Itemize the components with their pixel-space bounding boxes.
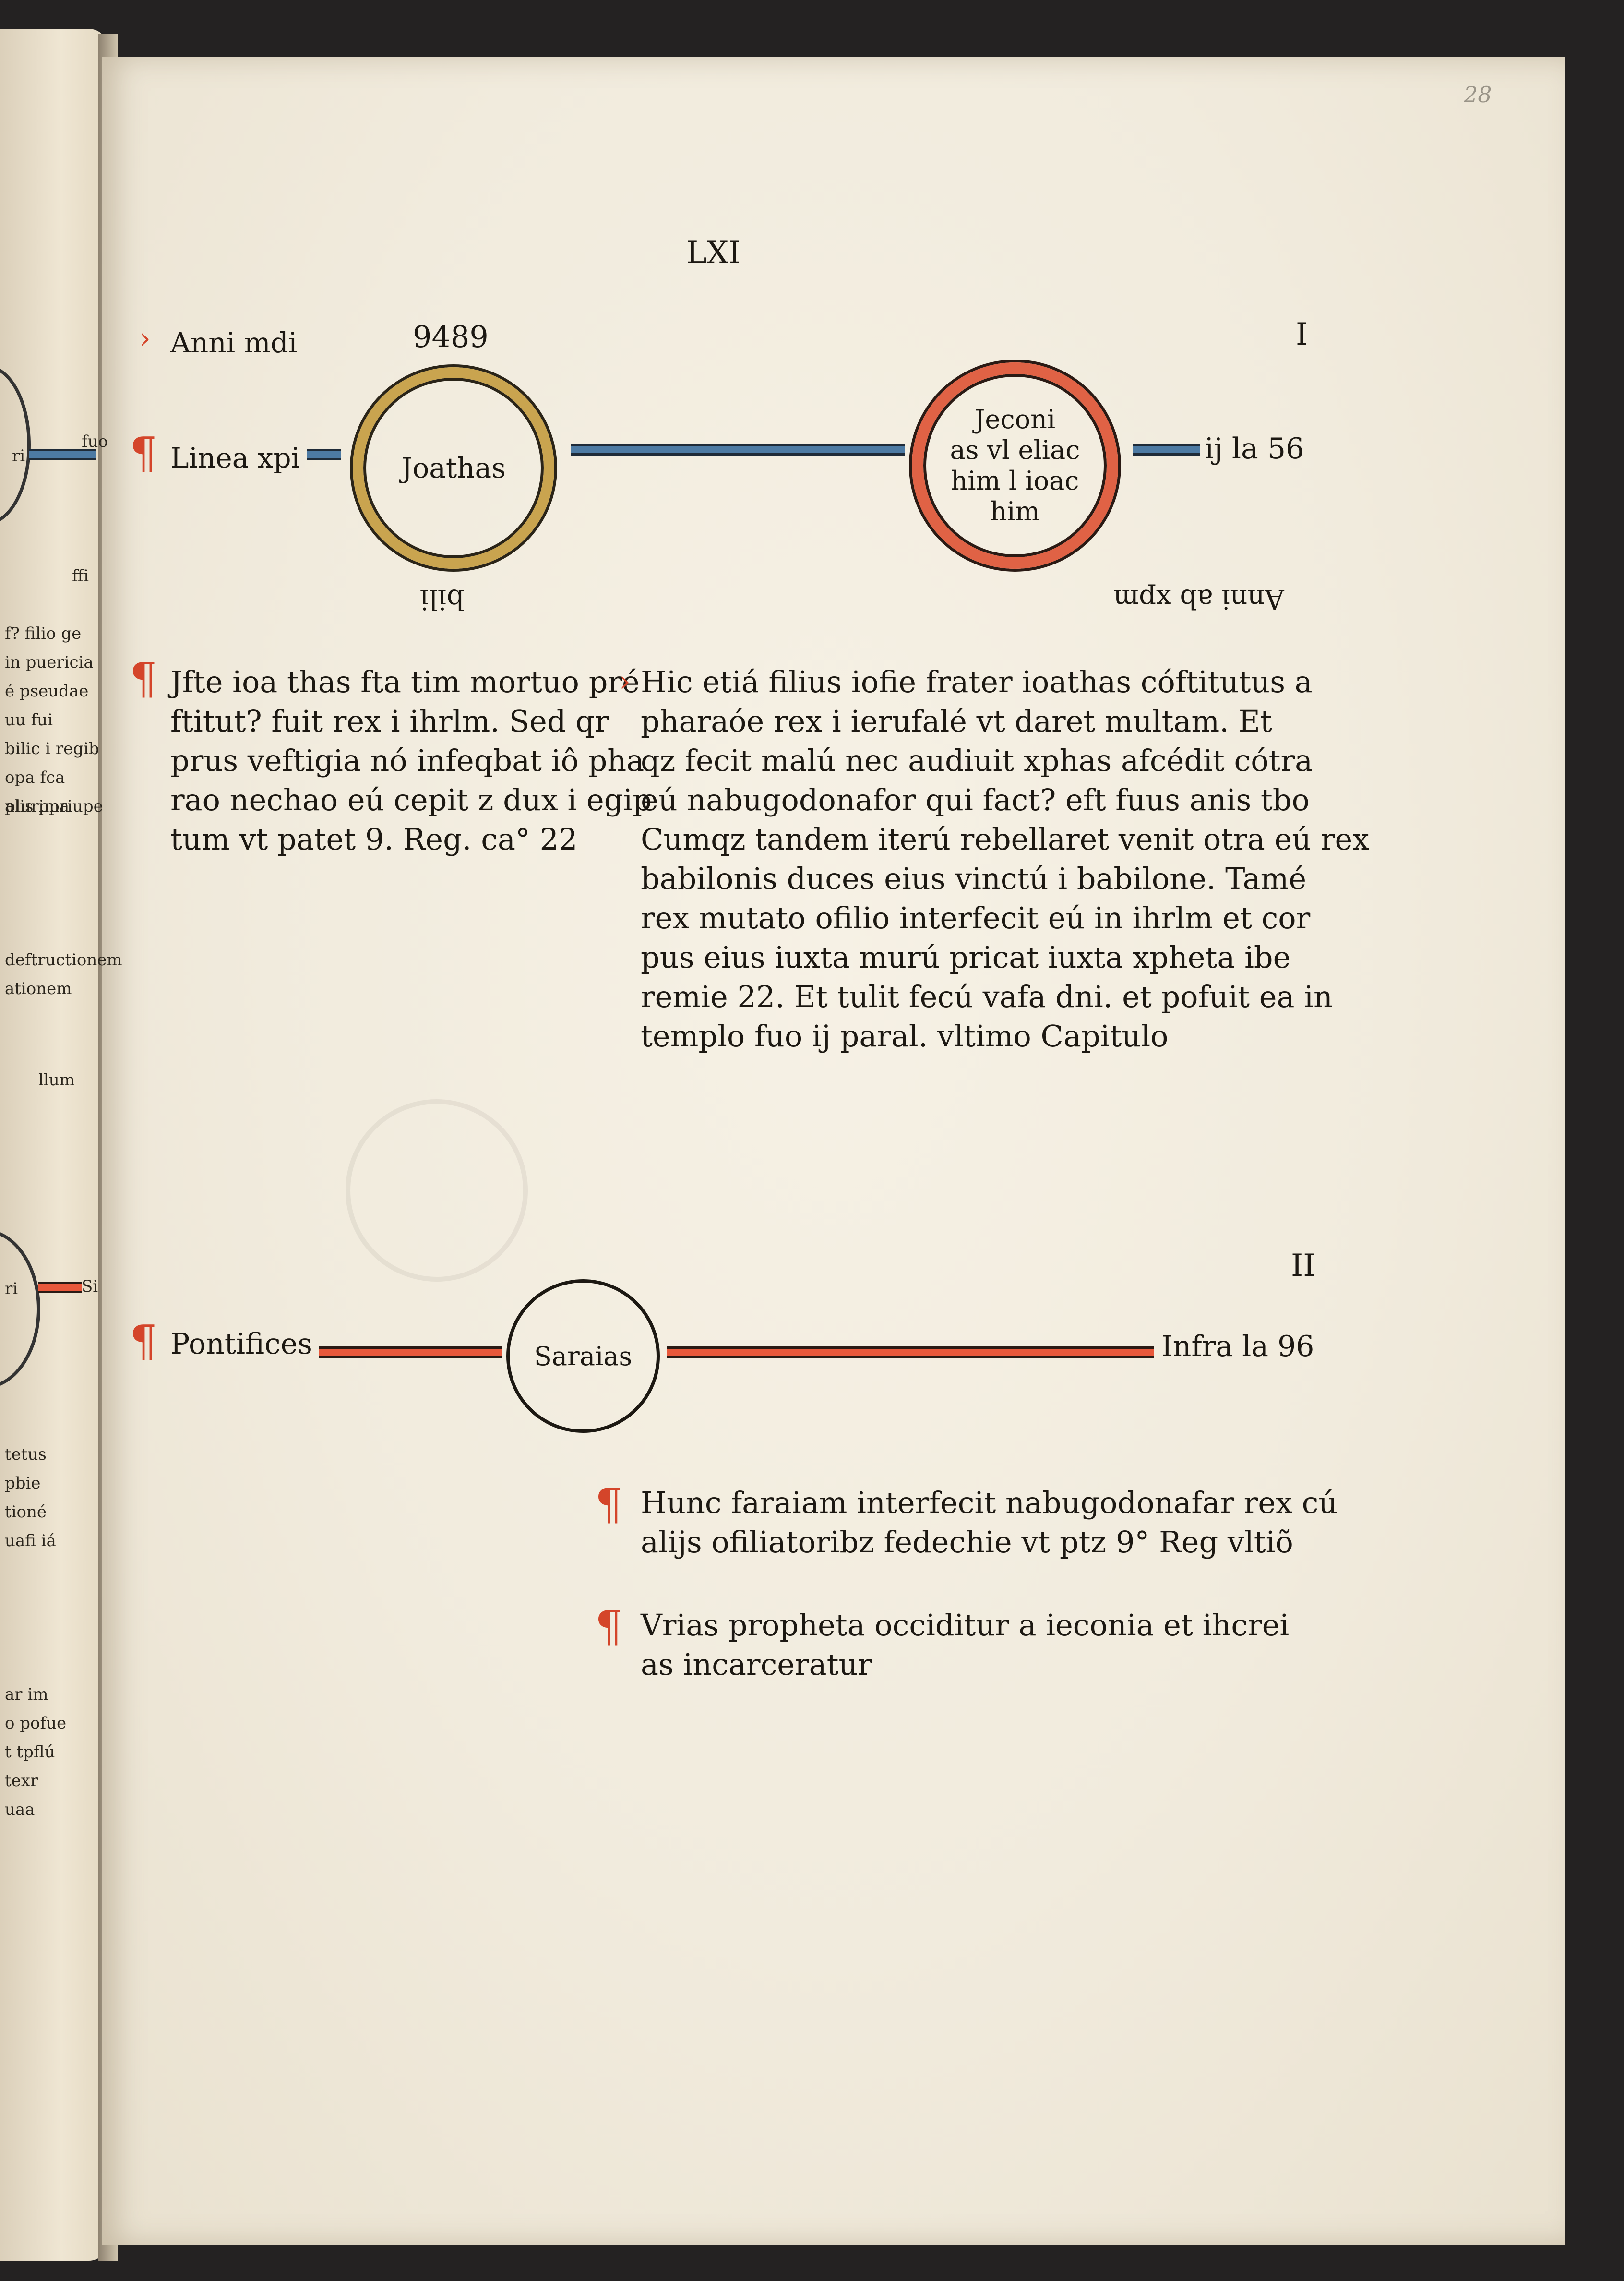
rule-blue-1 — [307, 449, 341, 460]
left-page-rule-blue — [29, 449, 96, 460]
year-label: Anni mdi — [170, 326, 298, 359]
section-one-number: I — [1296, 317, 1308, 352]
rubric-arrow-icon: › — [139, 322, 151, 355]
pontifices-label: Pontifices — [170, 1327, 312, 1361]
pilcrow-icon: ¶ — [595, 1479, 623, 1530]
text-block-saraias: Hunc faraiam interfecit nabugodonafar re… — [641, 1485, 1338, 1560]
text-block-jeconias: Hic etiá filius iofie frater ioathas cóf… — [641, 664, 1370, 1054]
cross-ref-one: ij la 56 — [1205, 432, 1304, 466]
section-two-number: II — [1291, 1248, 1315, 1284]
rule-blue-2 — [571, 444, 905, 456]
folio-note: 28 — [1464, 82, 1492, 108]
reign-years: bili — [420, 583, 465, 616]
rubric-arrow-icon: › — [619, 665, 631, 698]
cross-ref-two: Infra la 96 — [1161, 1330, 1314, 1363]
pilcrow-icon: ¶ — [130, 428, 157, 479]
text-block-vrias: Vrias propheta occiditur a ieconia et ih… — [641, 1608, 1290, 1682]
pilcrow-icon: ¶ — [595, 1602, 623, 1652]
text-block-joathas: Jfte ioa thas fta tim mortuo pré ftitut?… — [170, 664, 652, 857]
priest-circle-saraias: Saraias — [506, 1279, 660, 1433]
pilcrow-icon: ¶ — [130, 1316, 157, 1367]
line-label: Linea xpi — [170, 442, 300, 474]
left-page — [0, 29, 108, 2261]
running-head: LXI — [686, 235, 741, 271]
rule-red-2 — [667, 1346, 1154, 1358]
left-page-rule-red — [38, 1282, 82, 1293]
king-circle-joathas: Joathas — [353, 367, 554, 569]
king-circle-jeconias: Jeconi as vl eliac him l ioac him — [912, 362, 1118, 569]
rule-blue-3 — [1133, 444, 1200, 456]
show-through-ring — [346, 1099, 528, 1282]
pilcrow-icon: ¶ — [130, 654, 157, 704]
rule-red-1 — [319, 1346, 502, 1358]
right-page — [102, 57, 1565, 2245]
year-value: 9489 — [413, 319, 489, 354]
years-inverted: Anni ab xpm — [1113, 583, 1284, 614]
